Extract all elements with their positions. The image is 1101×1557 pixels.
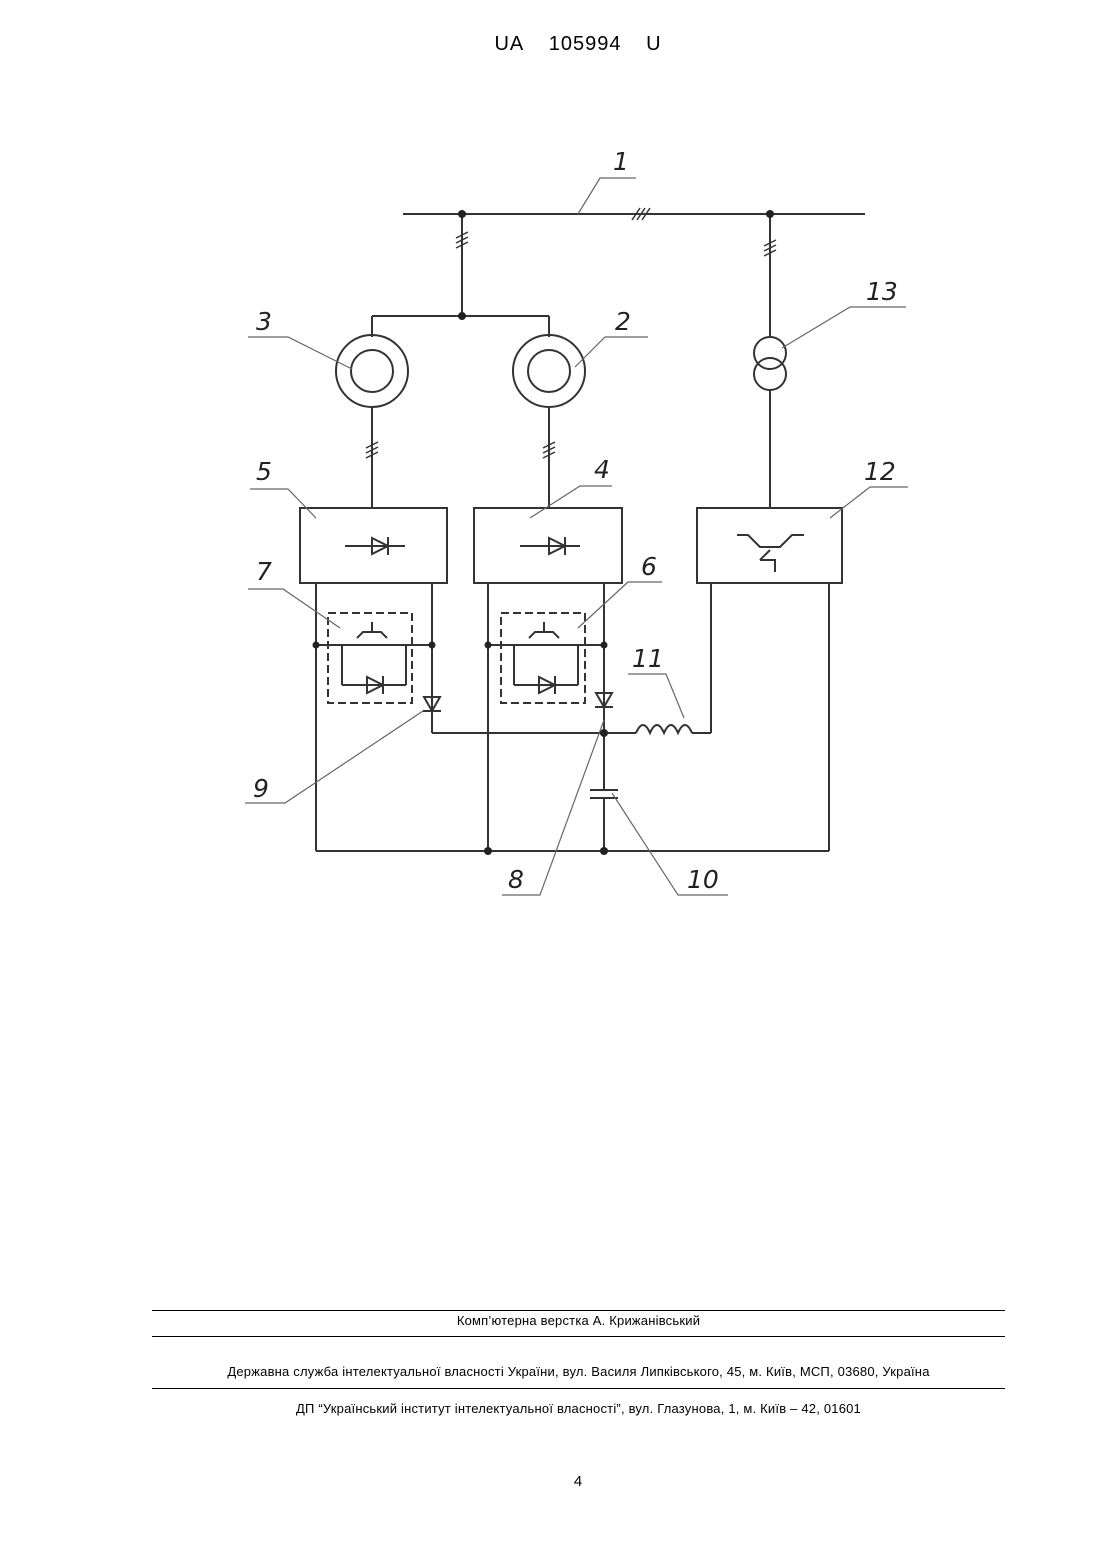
converter-symbol: [737, 535, 804, 572]
ref-label-7: 7: [256, 557, 272, 586]
transformer-13: [754, 337, 786, 390]
page-number: 4: [0, 1473, 1101, 1490]
agency-address: Державна служба інтелектуальної власност…: [152, 1364, 1005, 1379]
ref-label-8: 8: [508, 865, 524, 894]
footer-divider: [152, 1336, 1005, 1337]
ref-label-11: 11: [632, 644, 664, 673]
generator-2: [513, 335, 585, 407]
ref-label-12: 12: [864, 457, 896, 486]
ref-label-5: 5: [256, 457, 272, 486]
diode-symbol: [345, 537, 405, 555]
ref-label-2: 2: [615, 307, 631, 336]
typesetting-credit: Комп’ютерна верстка А. Крижанівський: [152, 1313, 1005, 1328]
diode-symbol: [520, 537, 580, 555]
generator-3: [336, 335, 408, 407]
ref-label-10: 10: [687, 865, 719, 894]
switch-module-7: [328, 613, 412, 703]
inductor-11: [636, 725, 692, 733]
converter-block-12: [697, 508, 842, 583]
ref-label-13: 13: [866, 277, 898, 306]
footer-divider: [152, 1388, 1005, 1389]
ref-label-9: 9: [253, 774, 269, 803]
ref-label-3: 3: [256, 307, 272, 336]
ref-label-4: 4: [594, 455, 610, 484]
footer-divider: [152, 1310, 1005, 1311]
institute-address: ДП “Український інститут інтелектуальної…: [152, 1401, 1005, 1416]
ref-label-1: 1: [613, 147, 629, 176]
ref-label-6: 6: [641, 552, 657, 581]
